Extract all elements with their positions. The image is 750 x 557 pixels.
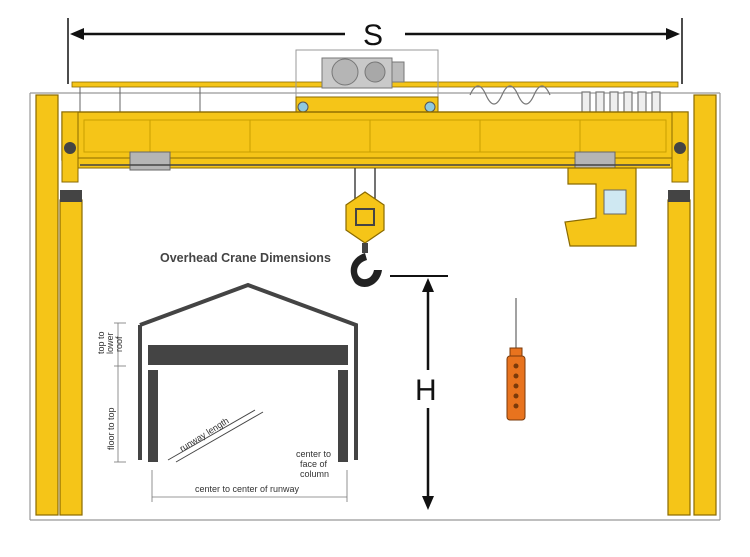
top-to-roof-label-2: lower [105, 332, 115, 354]
building-frame [29, 92, 721, 521]
operator-cab [564, 167, 637, 247]
building-schematic [114, 282, 358, 502]
floor-to-top-label: floor to top [106, 407, 116, 450]
diagram-title: Overhead Crane Dimensions [160, 251, 331, 265]
height-dimension [390, 275, 448, 510]
festoon-cable [469, 85, 661, 115]
trolley-hoist [295, 49, 439, 114]
span-label: S [363, 19, 383, 52]
center-to-face-label-1: center to [296, 449, 331, 459]
top-to-roof-label-1: top to [96, 331, 106, 354]
pendant-controller [506, 298, 526, 421]
center-to-center-label: center to center of runway [195, 484, 300, 494]
right-column [667, 94, 717, 516]
span-dimension [67, 18, 683, 84]
left-column [35, 94, 83, 516]
hook-icon [350, 253, 382, 287]
top-to-roof-label-3: roof [114, 336, 124, 352]
center-to-face-label-2: face of [300, 459, 328, 469]
hook-block [345, 168, 385, 287]
bridge-drive-motors [80, 151, 670, 171]
height-label: H [415, 374, 437, 407]
center-to-face-label-3: column [300, 469, 329, 479]
